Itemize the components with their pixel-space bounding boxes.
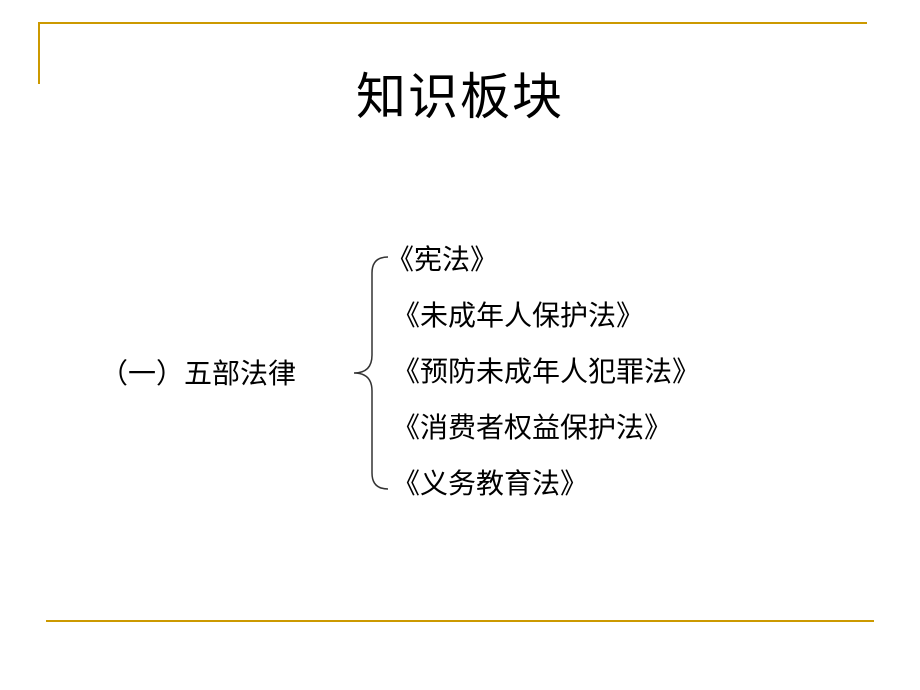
left-decorative-rule [38, 22, 40, 84]
curly-brace-icon [353, 256, 389, 490]
law-item: 《宪法》 [386, 243, 499, 276]
law-item: 《义务教育法》 [392, 467, 589, 500]
law-list: 《宪法》 《未成年人保护法》 《预防未成年人犯罪法》 《消费者权益保护法》 《义… [386, 232, 701, 512]
slide-title: 知识板块 [356, 68, 564, 126]
topic-label: （一）五部法律 [100, 357, 297, 390]
law-item: 《预防未成年人犯罪法》 [392, 355, 701, 388]
law-item: 《未成年人保护法》 [392, 299, 645, 332]
law-item: 《消费者权益保护法》 [392, 411, 673, 444]
bottom-decorative-rule [46, 620, 874, 622]
top-decorative-rule [38, 22, 867, 24]
